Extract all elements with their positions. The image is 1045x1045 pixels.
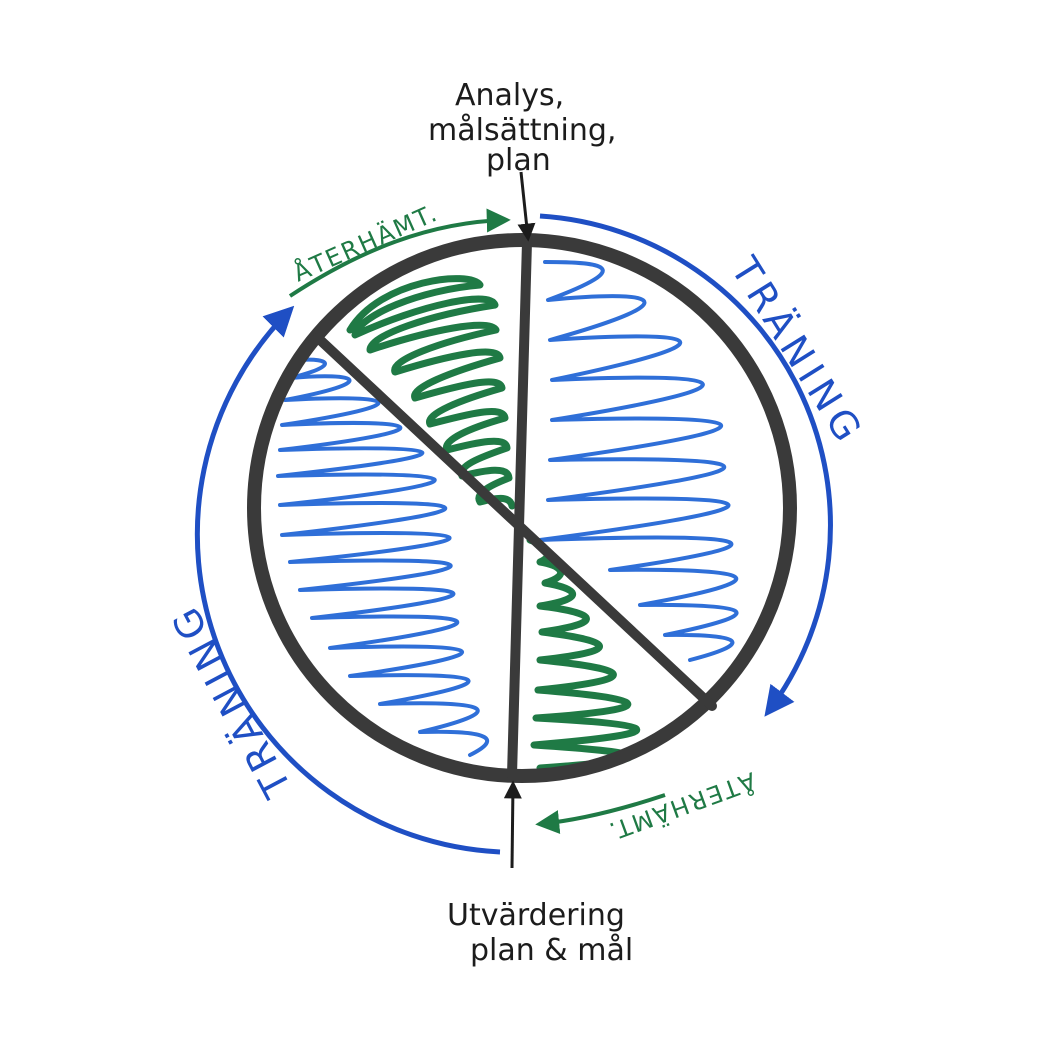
recovery-fill-top: [346, 275, 516, 510]
training-arrow-right: [539, 213, 833, 717]
top-label-line3: plan: [486, 143, 551, 178]
diagonal-divider: [313, 333, 717, 711]
top-label-line2: målsättning,: [428, 113, 616, 148]
top-label-line1: Analys,: [455, 78, 564, 113]
recovery-fill-bottom: [526, 536, 641, 772]
training-fill-right: [538, 260, 739, 662]
training-fill-left: [276, 357, 490, 757]
vertical-divider: [507, 237, 532, 780]
recovery-arrow-top: [288, 208, 511, 298]
recovery-label-top: ÅTERHÄMT.: [289, 198, 443, 288]
recovery-arrow-bottom: [535, 793, 666, 835]
bottom-label-line1: Utvärdering: [447, 898, 625, 933]
bottom-arrow: [503, 780, 522, 869]
training-arrow-left: [194, 305, 501, 855]
bottom-label-line2: plan & mål: [470, 933, 633, 968]
top-arrow: [517, 171, 536, 242]
